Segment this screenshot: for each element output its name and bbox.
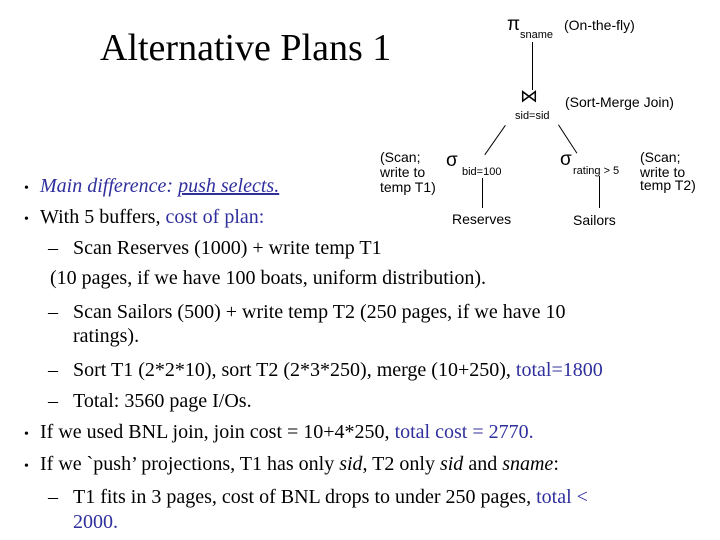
tree-edge-join-left [484, 125, 506, 156]
left-note-line1: (Scan; [380, 149, 421, 165]
sub-scan-sailors-cont: ratings). [73, 325, 140, 347]
tree-edge-projection [532, 42, 533, 90]
tree-edge-left-selection [482, 178, 483, 208]
dash-marker: – [48, 301, 58, 323]
t1-fits-total-cont: 2000. [73, 511, 118, 533]
colon-text: : [553, 453, 559, 475]
bullet-marker: • [24, 181, 29, 196]
main-difference-label: Main difference: [40, 175, 174, 197]
cost-of-plan-text: cost of plan: [165, 206, 265, 228]
push-projections-text: If we `push’ projections, T1 has only [40, 453, 335, 475]
dash-marker: – [48, 390, 58, 412]
right-selection-predicate: rating > 5 [573, 165, 620, 177]
t1-fits-text: T1 fits in 3 pages, cost of BNL drops to… [73, 486, 532, 508]
bullet-bnl-join: If we used BNL join, join cost = 10+4*25… [40, 420, 534, 444]
sub-t1-fits: T1 fits in 3 pages, cost of BNL drops to… [73, 485, 588, 509]
right-note-line1: (Scan; [640, 149, 681, 165]
push-projections-text-2: , T2 only [362, 453, 435, 475]
buffers-text: With 5 buffers, [40, 206, 161, 228]
sort-merge-text: Sort T1 (2*2*10), sort T2 (2*3*250), mer… [73, 359, 511, 381]
sub-scan-reserves-detail: (10 pages, if we have 100 boats, uniform… [50, 267, 487, 289]
and-text: and [468, 453, 498, 475]
sigma-left: σ [446, 150, 458, 171]
join-note: (Sort-Merge Join) [565, 94, 674, 110]
bullet-marker: • [24, 427, 29, 442]
bullet-marker: • [24, 459, 29, 474]
sub-sort-merge: Sort T1 (2*2*10), sort T2 (2*3*250), mer… [73, 358, 603, 382]
slide-title: Alternative Plans 1 [100, 27, 392, 69]
bnl-join-total: total cost = 2770. [394, 421, 534, 443]
bnl-join-text: If we used BNL join, join cost = 10+4*25… [40, 421, 390, 443]
sub-scan-sailors: Scan Sailors (500) + write temp T2 (250 … [73, 301, 566, 323]
t1-fits-total: total < [536, 486, 588, 508]
bullet-marker: • [24, 212, 29, 227]
pi-symbol: π [507, 14, 521, 35]
push-selects-text: push selects. [178, 175, 280, 197]
join-condition: sid=sid [515, 110, 550, 122]
dash-marker: – [48, 486, 58, 508]
bullet-main-difference: Main difference: push selects. [40, 174, 279, 198]
projection-note: (On-the-fly) [564, 17, 635, 33]
bullet-buffers: With 5 buffers, cost of plan: [40, 205, 264, 229]
dash-marker: – [48, 237, 58, 259]
left-note-line3: temp T1) [380, 179, 436, 195]
right-note-line3: temp T2) [640, 177, 696, 193]
dash-marker: – [48, 359, 58, 381]
sub-total: Total: 3560 page I/Os. [73, 390, 252, 412]
sid-term: sid [339, 453, 363, 475]
left-selection-predicate: bid=100 [462, 166, 502, 178]
sid-term-2: sid [439, 453, 464, 475]
sigma-right: σ [560, 149, 572, 170]
left-note-line2: write to [380, 164, 426, 180]
sort-merge-total: total=1800 [515, 359, 603, 381]
sub-scan-reserves: Scan Reserves (1000) + write temp T1 [73, 237, 382, 259]
projection-attr: sname [520, 29, 554, 41]
tree-edge-right-selection [599, 176, 600, 208]
bullet-push-projections: If we `push’ projections, T1 has only si… [40, 452, 559, 476]
relation-reserves: Reserves [452, 211, 512, 227]
sname-term: sname [502, 453, 554, 475]
relation-sailors: Sailors [573, 212, 616, 228]
join-symbol: ⋈ [520, 86, 538, 106]
right-note-line2: write to [640, 164, 686, 180]
